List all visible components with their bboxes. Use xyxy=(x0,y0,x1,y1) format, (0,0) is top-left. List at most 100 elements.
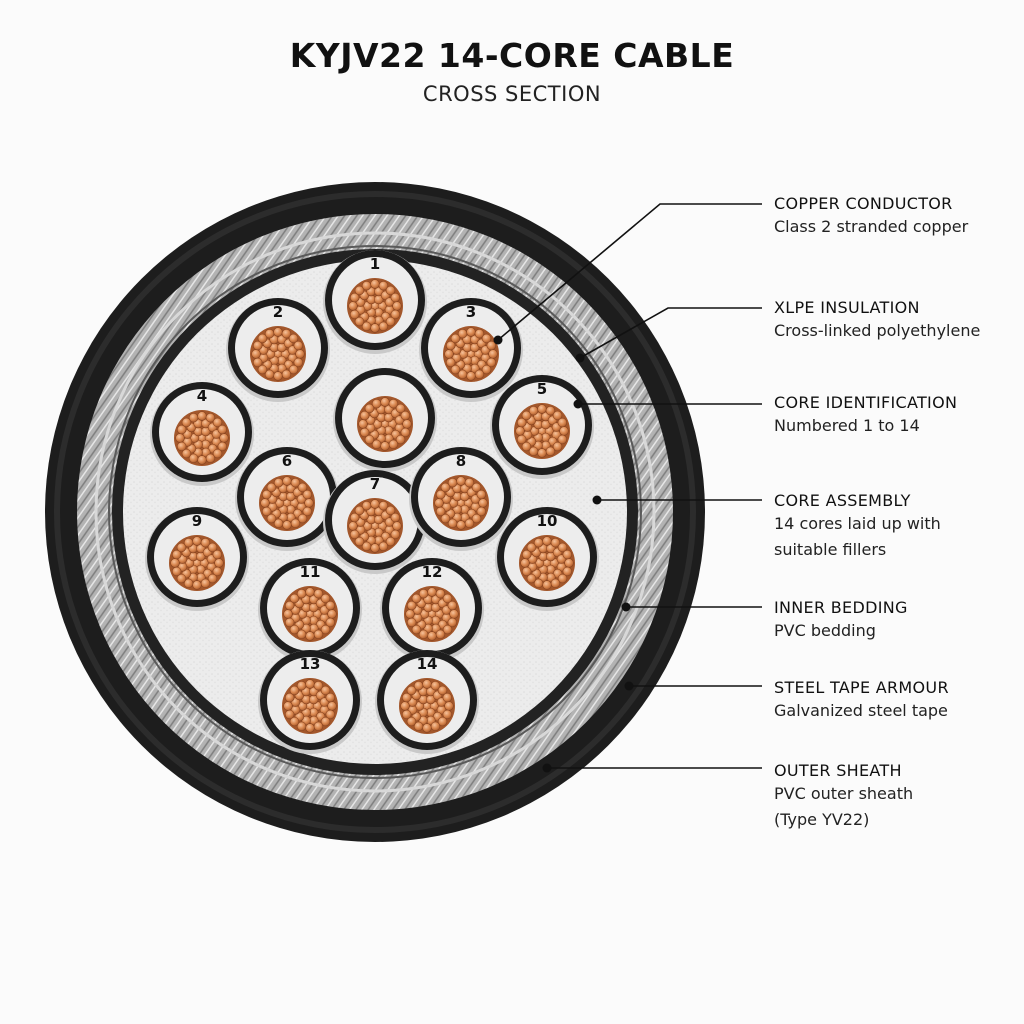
copper-strand xyxy=(313,629,324,640)
copper-strand xyxy=(361,500,372,511)
page-title: KYJV22 14-CORE CABLE xyxy=(289,36,735,75)
copper-strand xyxy=(557,417,568,428)
copper-strand xyxy=(297,482,308,493)
copper-strand xyxy=(361,541,372,552)
copper-strand xyxy=(450,364,461,375)
copper-strand xyxy=(450,333,461,344)
copper-strand xyxy=(422,723,432,733)
copper-strand xyxy=(418,629,429,640)
copper-strand xyxy=(197,455,207,465)
copper-strand xyxy=(273,518,284,529)
copper-strand xyxy=(289,624,300,635)
copper-strand xyxy=(370,323,380,333)
copper-strand xyxy=(521,566,532,577)
copper-strand xyxy=(474,369,485,380)
copper-strand xyxy=(478,498,488,508)
copper-strand xyxy=(550,578,561,589)
copper-strand xyxy=(295,349,305,359)
core-number-label: 1 xyxy=(370,255,380,273)
callout-desc: Class 2 stranded copper xyxy=(774,217,969,236)
callout-core-identification: CORE IDENTIFICATION Numbered 1 to 14 xyxy=(774,393,1019,439)
copper-strand xyxy=(471,513,482,524)
copper-strand xyxy=(349,512,360,523)
core-number-label: 14 xyxy=(417,655,438,673)
copper-strand xyxy=(361,321,372,332)
copper-strand xyxy=(406,685,417,696)
copper-strand xyxy=(170,558,180,568)
callout-title: STEEL TAPE ARMOUR xyxy=(774,678,949,697)
outer-sheath-highlight xyxy=(54,191,696,833)
copper-strand xyxy=(378,280,389,291)
copper-strand xyxy=(464,477,475,488)
copper-strand xyxy=(430,721,441,732)
copper-strand xyxy=(380,441,390,451)
copper-strand xyxy=(302,489,313,500)
copper-strand xyxy=(364,434,375,445)
copper-strand xyxy=(390,529,401,540)
copper-strand xyxy=(176,573,187,584)
callout-copper-conductor: COPPER CONDUCTOR Class 2 stranded copper xyxy=(774,194,1019,240)
copper-strand xyxy=(359,427,370,438)
copper-strand xyxy=(325,709,336,720)
callout-outer-sheath: OUTER SHEATH PVC outer sheath (Type YV22… xyxy=(774,761,934,833)
copper-strand xyxy=(550,537,561,548)
copper-strand xyxy=(205,412,216,423)
copper-strand xyxy=(183,578,194,589)
copper-strand xyxy=(354,316,365,327)
copper-strand xyxy=(296,629,307,640)
copper-strand xyxy=(252,357,263,368)
core-number-label: 12 xyxy=(422,563,443,581)
copper-strand xyxy=(266,482,277,493)
copper-strand xyxy=(435,629,446,640)
copper-strand xyxy=(400,427,411,438)
copper-strand xyxy=(212,549,223,560)
callout-title: CORE IDENTIFICATION xyxy=(774,393,958,412)
copper-strand xyxy=(212,566,223,577)
copper-strand xyxy=(392,521,402,531)
copper-strand xyxy=(552,441,563,452)
copper-strand xyxy=(557,573,568,584)
copper-strand xyxy=(481,364,492,375)
armour-separator xyxy=(94,231,656,793)
copper-strand xyxy=(402,419,412,429)
copper-strand xyxy=(521,410,532,421)
copper-strand xyxy=(181,448,192,459)
copper-strand xyxy=(325,600,336,611)
copper-strand xyxy=(557,542,568,553)
copper-strand xyxy=(427,631,437,641)
copper-strand xyxy=(442,593,453,604)
copper-strand xyxy=(288,364,299,375)
copper-strand xyxy=(261,506,272,517)
copper-strand xyxy=(264,328,275,339)
copper-strand xyxy=(444,701,454,711)
copper-strand xyxy=(385,536,396,547)
callout-title: XLPE INSULATION xyxy=(774,298,920,317)
copper-strand xyxy=(442,624,453,635)
leader-lines xyxy=(493,203,762,773)
copper-strand xyxy=(327,701,337,711)
copper-strand xyxy=(392,301,402,311)
copper-strand xyxy=(528,446,539,457)
copper-strand xyxy=(171,566,182,577)
copper-strand xyxy=(370,499,380,509)
copper-strand xyxy=(252,340,263,351)
copper-strand xyxy=(542,580,552,590)
copper-strand xyxy=(207,542,218,553)
core: 4 xyxy=(150,382,254,486)
copper-strand xyxy=(406,716,417,727)
copper-strand xyxy=(354,505,365,516)
copper-strand xyxy=(320,593,331,604)
copper-strand xyxy=(293,357,304,368)
callout-desc: 14 cores laid up with suitable fillers xyxy=(774,514,941,559)
copper-strand xyxy=(257,333,268,344)
copper-strand xyxy=(273,477,284,488)
copper-strand xyxy=(559,426,569,436)
copper-strand xyxy=(176,542,187,553)
callout-desc: Numbered 1 to 14 xyxy=(774,416,920,435)
copper-strand xyxy=(486,340,497,351)
core: 6 xyxy=(235,447,339,551)
copper-strand xyxy=(214,558,224,568)
core-number-label: 5 xyxy=(537,380,547,398)
copper-strand xyxy=(183,537,194,548)
copper-strand xyxy=(385,505,396,516)
